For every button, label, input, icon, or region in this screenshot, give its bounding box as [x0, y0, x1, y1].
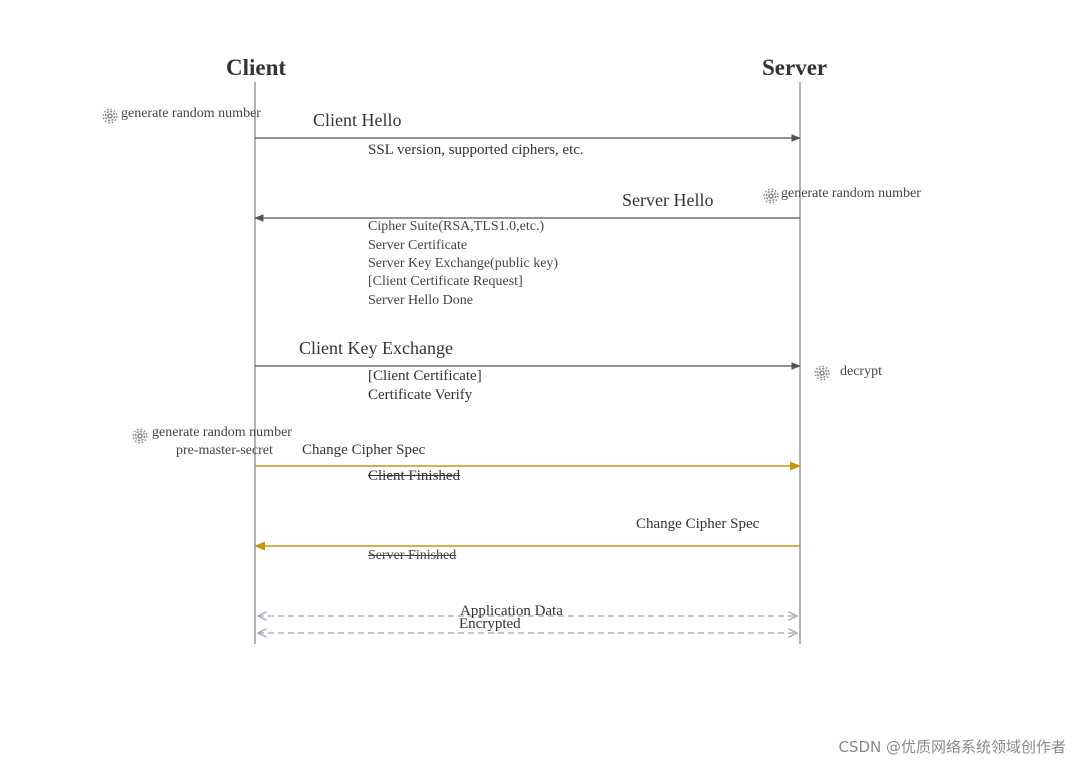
- client-hello-label: Client Hello: [313, 110, 402, 130]
- server-finished-label: Server Finished: [368, 548, 457, 563]
- application-data-label: Application Data: [460, 603, 563, 619]
- server-title: Server: [762, 55, 828, 80]
- server-hello-detail: Server Key Exchange(public key): [368, 256, 559, 271]
- server-change-cipher-label: Change Cipher Spec: [636, 516, 760, 532]
- server-hello-label: Server Hello: [622, 190, 714, 210]
- gear-icon: [814, 365, 830, 381]
- client-title: Client: [226, 55, 287, 80]
- client-hello-detail: SSL version, supported ciphers, etc.: [368, 142, 584, 158]
- server-hello-detail: Server Certificate: [368, 238, 468, 253]
- client-change-cipher-label: Change Cipher Spec: [302, 442, 426, 458]
- watermark: CSDN @优质网络系统领域创作者: [838, 738, 1066, 756]
- gear-icon: [763, 188, 779, 204]
- encrypted-label: Encrypted: [459, 616, 521, 632]
- client-key-exchange-detail: Certificate Verify: [368, 387, 473, 403]
- client-key-exchange-label: Client Key Exchange: [299, 338, 453, 358]
- pre-master-secret-note: pre-master-secret: [176, 443, 273, 458]
- client-generate-random-note: generate random number: [121, 106, 261, 121]
- gear-icon: [132, 428, 148, 444]
- server-decrypt-note: decrypt: [840, 364, 882, 379]
- server-hello-detail: [Client Certificate Request]: [368, 274, 523, 289]
- server-generate-random-note: generate random number: [781, 186, 921, 201]
- gear-icon: [102, 108, 118, 124]
- server-hello-detail: Server Hello Done: [368, 293, 473, 308]
- client-finished-label: Client Finished: [368, 468, 461, 484]
- client-generate-random-note-2: generate random number: [152, 425, 292, 440]
- server-hello-detail: Cipher Suite(RSA,TLS1.0,etc.): [368, 219, 545, 234]
- client-key-exchange-detail: [Client Certificate]: [368, 368, 482, 384]
